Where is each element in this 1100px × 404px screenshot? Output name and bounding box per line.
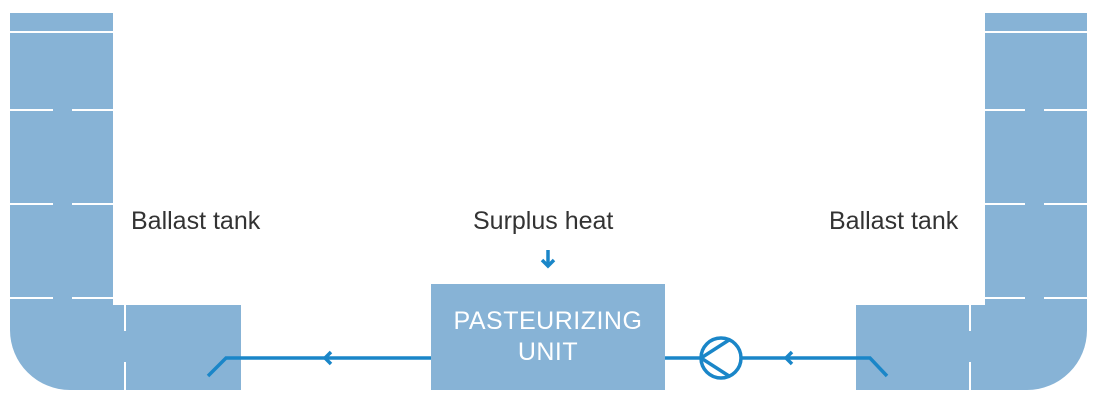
pasteurizing-unit-box (431, 284, 665, 390)
left-flow-arrow-icon (322, 350, 333, 366)
right-ballast-tank (856, 13, 1087, 390)
unit-label-line2: UNIT (517, 338, 579, 366)
pipes (206, 250, 889, 380)
right-flow-arrow-icon (783, 350, 794, 366)
right-tank-dividers (969, 31, 1087, 390)
unit-label-line1: PASTEURIZING (453, 307, 643, 335)
left-tank-dividers (10, 31, 126, 390)
left-tank-label: Ballast tank (131, 207, 261, 235)
right-tank-label: Ballast tank (829, 207, 959, 235)
pasteurizing-unit: PASTEURIZING UNIT (431, 284, 665, 390)
left-ballast-tank (10, 13, 241, 390)
surplus-heat-label: Surplus heat (473, 207, 614, 235)
heat-arrow-down-icon (540, 250, 556, 269)
left-pipe (206, 356, 431, 378)
pump-icon (697, 336, 743, 380)
